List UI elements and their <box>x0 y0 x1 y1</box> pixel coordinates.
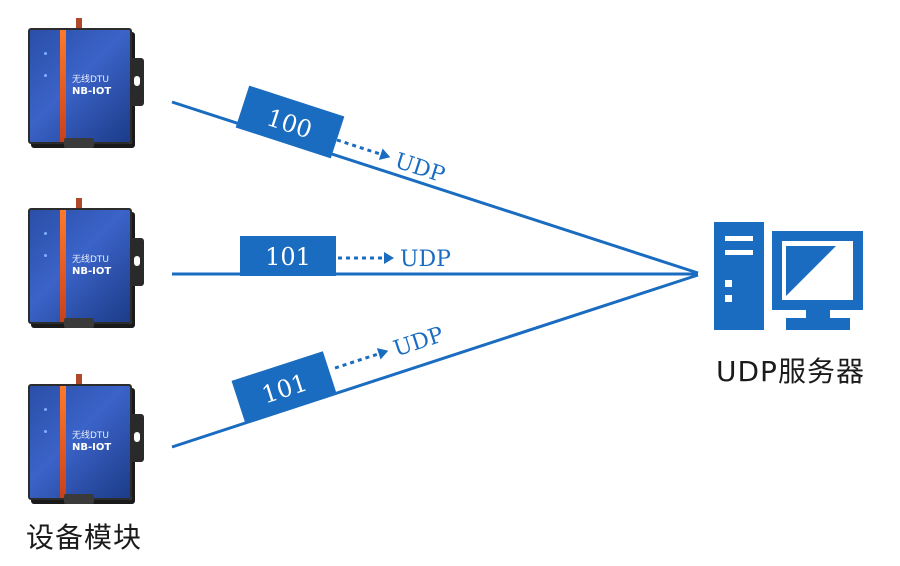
antenna <box>76 18 82 30</box>
mounting-bracket <box>130 58 144 106</box>
dtu-device-2: 无线DTU NB-IOT <box>24 198 144 328</box>
serial-port <box>64 318 94 328</box>
antenna <box>76 374 82 386</box>
device-network-label: NB-IOT <box>72 86 112 97</box>
serial-port <box>64 494 94 504</box>
device-model-label: 无线DTU <box>72 255 110 265</box>
device-body: 无线DTU NB-IOT <box>28 208 132 324</box>
server-caption: UDP服务器 <box>716 355 865 388</box>
device-network-label: NB-IOT <box>72 442 112 453</box>
packet-2-label: 101 <box>265 243 311 271</box>
packet-3: 101 <box>231 351 337 423</box>
device-model-label: 无线DTU <box>72 75 110 85</box>
device-network-label: NB-IOT <box>72 266 112 277</box>
orange-stripe <box>60 386 66 498</box>
led-indicator <box>44 430 47 433</box>
device-model-label: 无线DTU <box>72 431 110 441</box>
led-indicator <box>44 408 47 411</box>
orange-stripe <box>60 210 66 322</box>
packet-2: 101 <box>240 236 336 276</box>
antenna <box>76 198 82 210</box>
device-body: 无线DTU NB-IOT <box>28 28 132 144</box>
mounting-bracket <box>130 238 144 286</box>
server-computer-icon <box>714 222 863 330</box>
packet-1: 100 <box>235 85 345 159</box>
dtu-device-1: 无线DTU NB-IOT <box>24 18 144 148</box>
dtu-device-3: 无线DTU NB-IOT <box>24 374 144 504</box>
mounting-bracket <box>130 414 144 462</box>
udp-arrow-3: UDP <box>334 323 447 370</box>
udp-label-3: UDP <box>391 323 447 363</box>
udp-arrow-2: UDP <box>338 247 451 272</box>
udp-label-2: UDP <box>400 247 451 272</box>
led-indicator <box>44 52 47 55</box>
led-indicator <box>44 232 47 235</box>
led-indicator <box>44 254 47 257</box>
orange-stripe <box>60 30 66 142</box>
led-indicator <box>44 74 47 77</box>
device-body: 无线DTU NB-IOT <box>28 384 132 500</box>
devices-caption: 设备模块 <box>26 521 143 554</box>
connection-line-3 <box>171 273 699 449</box>
serial-port <box>64 138 94 148</box>
